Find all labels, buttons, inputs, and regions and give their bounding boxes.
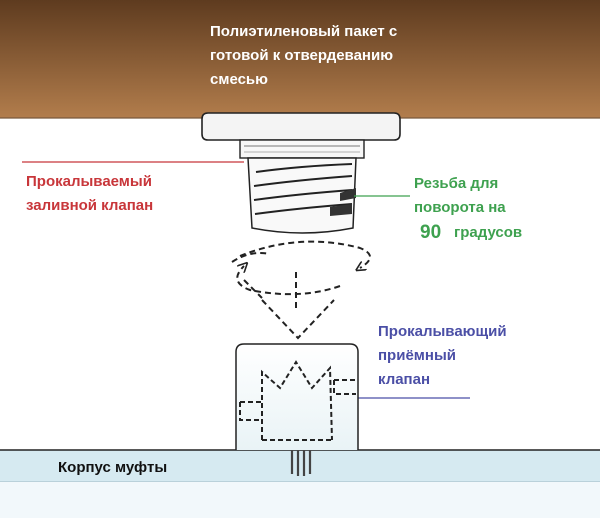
thread-lugs: [330, 188, 356, 216]
fill-valve-body: [247, 157, 357, 234]
package-label-line-2: готовой к отвердеванию: [210, 47, 393, 64]
receiving-valve-label-line-1: Прокалывающий: [378, 323, 507, 340]
receiving-valve-label: Прокалывающий приёмный клапан: [378, 323, 511, 388]
fill-valve-label-line-1: Прокалываемый: [26, 173, 152, 190]
valve-pins: [290, 450, 312, 476]
package-label-line-1: Полиэтиленовый пакет с: [210, 23, 397, 40]
thread-label: Резьба для поворота на: [414, 175, 506, 216]
fill-valve-collar: [239, 139, 365, 159]
coupling-body: [0, 450, 600, 482]
fill-valve-label-line-2: заливной клапан: [26, 197, 153, 214]
receiving-valve-housing: [235, 343, 359, 450]
receiving-valve-label-line-2: приёмный: [378, 347, 456, 364]
thread-grooves: [253, 163, 353, 215]
thread-label-line-2: поворота на: [414, 199, 506, 216]
polyethylene-package: [0, 0, 600, 118]
fill-valve-flange: [201, 112, 401, 141]
thread-degrees-number: 90: [420, 222, 441, 243]
package-label-line-3: смесью: [210, 71, 268, 88]
rotation-arrows: [231, 240, 371, 299]
thread-label-line-1: Резьба для: [414, 175, 498, 192]
package-label: Полиэтиленовый пакет с готовой к отверде…: [210, 23, 401, 88]
fill-valve-label: Прокалываемый заливной клапан: [26, 173, 156, 214]
thread-degrees-word: градусов: [454, 224, 522, 241]
piercing-crown: [239, 360, 356, 441]
receiving-valve-label-line-3: клапан: [378, 371, 430, 388]
down-arrow: [261, 272, 335, 340]
coupling-body-label: Корпус муфты: [58, 459, 167, 476]
